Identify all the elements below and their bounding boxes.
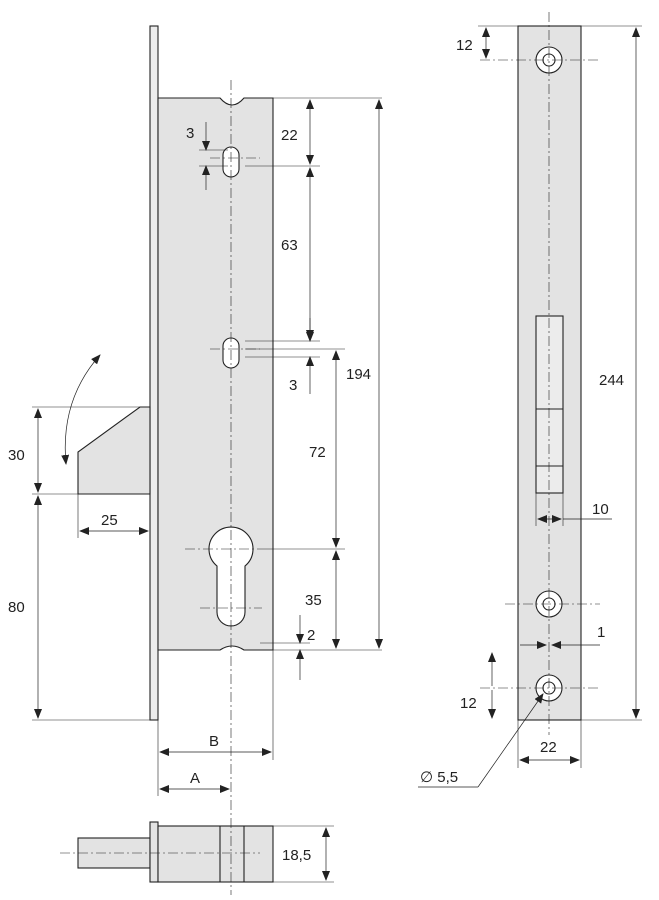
dim-22-width: 22 [540, 739, 557, 756]
dim-80: 80 [8, 599, 25, 616]
dim-12-top: 12 [456, 37, 473, 54]
dim-diameter: ∅ 5,5 [420, 769, 458, 786]
lock-case [157, 97, 274, 651]
dim-25: 25 [101, 512, 118, 529]
dim-2: 2 [307, 627, 315, 644]
front-faceplate [149, 25, 159, 721]
front-view: 22 3 63 3 194 72 35 2 [8, 25, 383, 800]
dim-194: 194 [346, 366, 371, 383]
latch-bolt [77, 406, 151, 495]
dim-1: 1 [597, 624, 605, 641]
bolt-window [535, 315, 564, 494]
dim-22-top: 22 [281, 127, 298, 144]
dim-a: A [190, 770, 200, 787]
rotation-arrow-icon [61, 354, 101, 465]
bottom-case [157, 825, 274, 883]
cylinder-cutout [208, 526, 254, 627]
dim-72: 72 [309, 444, 326, 461]
dim-35: 35 [305, 592, 322, 609]
dim-244: 244 [599, 372, 624, 389]
faceplate-view: 12 244 10 1 12 22 ∅ 5,5 [418, 12, 642, 788]
dim-18-5: 18,5 [282, 847, 311, 864]
dim-10: 10 [592, 501, 609, 518]
dim-3-top: 3 [186, 125, 194, 142]
dim-b: B [209, 733, 219, 750]
bottom-faceplate [149, 821, 159, 883]
dim-63: 63 [281, 237, 298, 254]
dim-30: 30 [8, 447, 25, 464]
dim-3-lower: 3 [289, 377, 297, 394]
dim-12-bottom: 12 [460, 695, 477, 712]
bottom-view: 18,5 [60, 800, 334, 895]
